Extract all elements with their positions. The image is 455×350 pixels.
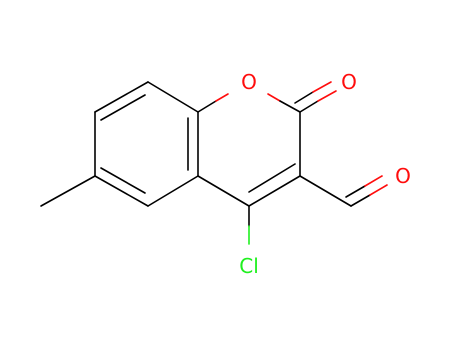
- bond-c5-c6-inner: [100, 94, 146, 121]
- bond-cho-o-carbon-2: [345, 185, 366, 198]
- bond-c5-c6: [94, 81, 149, 113]
- bond-c3-cho: [299, 175, 352, 207]
- bond-c2-o-carbonyl-oxygen-2: [312, 81, 332, 93]
- chlorine-label: Cl: [239, 254, 259, 278]
- bond-cho-o-oxygen: [369, 184, 388, 196]
- bond-c8-c9: [147, 175, 199, 207]
- bond-c7-o1-oxygen: [215, 93, 229, 102]
- bond-c3-c4-inner: [248, 163, 296, 193]
- bond-o1-c2-oxygen: [267, 93, 281, 102]
- ring-oxygen-label: O: [241, 70, 257, 94]
- bond-cho-o-oxygen-2: [364, 175, 383, 187]
- bond-c2-o-carbonyl-oxygen: [317, 90, 337, 102]
- bond-c2-o-carbonyl-carbon: [299, 100, 319, 113]
- aldehyde-oxygen-label: O: [395, 164, 411, 188]
- bond-c9-c4-inner: [100, 167, 146, 194]
- bond-cho-o-carbon: [350, 194, 371, 207]
- bond-methyl: [40, 175, 96, 207]
- bond-o1-c2-carbon: [279, 100, 301, 113]
- bond-c2-o-carbonyl-carbon-2: [294, 91, 314, 104]
- bond-c9-c4: [94, 175, 149, 207]
- bond-c3-c4: [248, 175, 301, 207]
- bond-c6-c7: [147, 81, 199, 113]
- bond-c7-o1-carbon: [197, 100, 217, 113]
- carbonyl-oxygen-label: O: [341, 70, 357, 94]
- bond-c4-c8: [197, 175, 250, 207]
